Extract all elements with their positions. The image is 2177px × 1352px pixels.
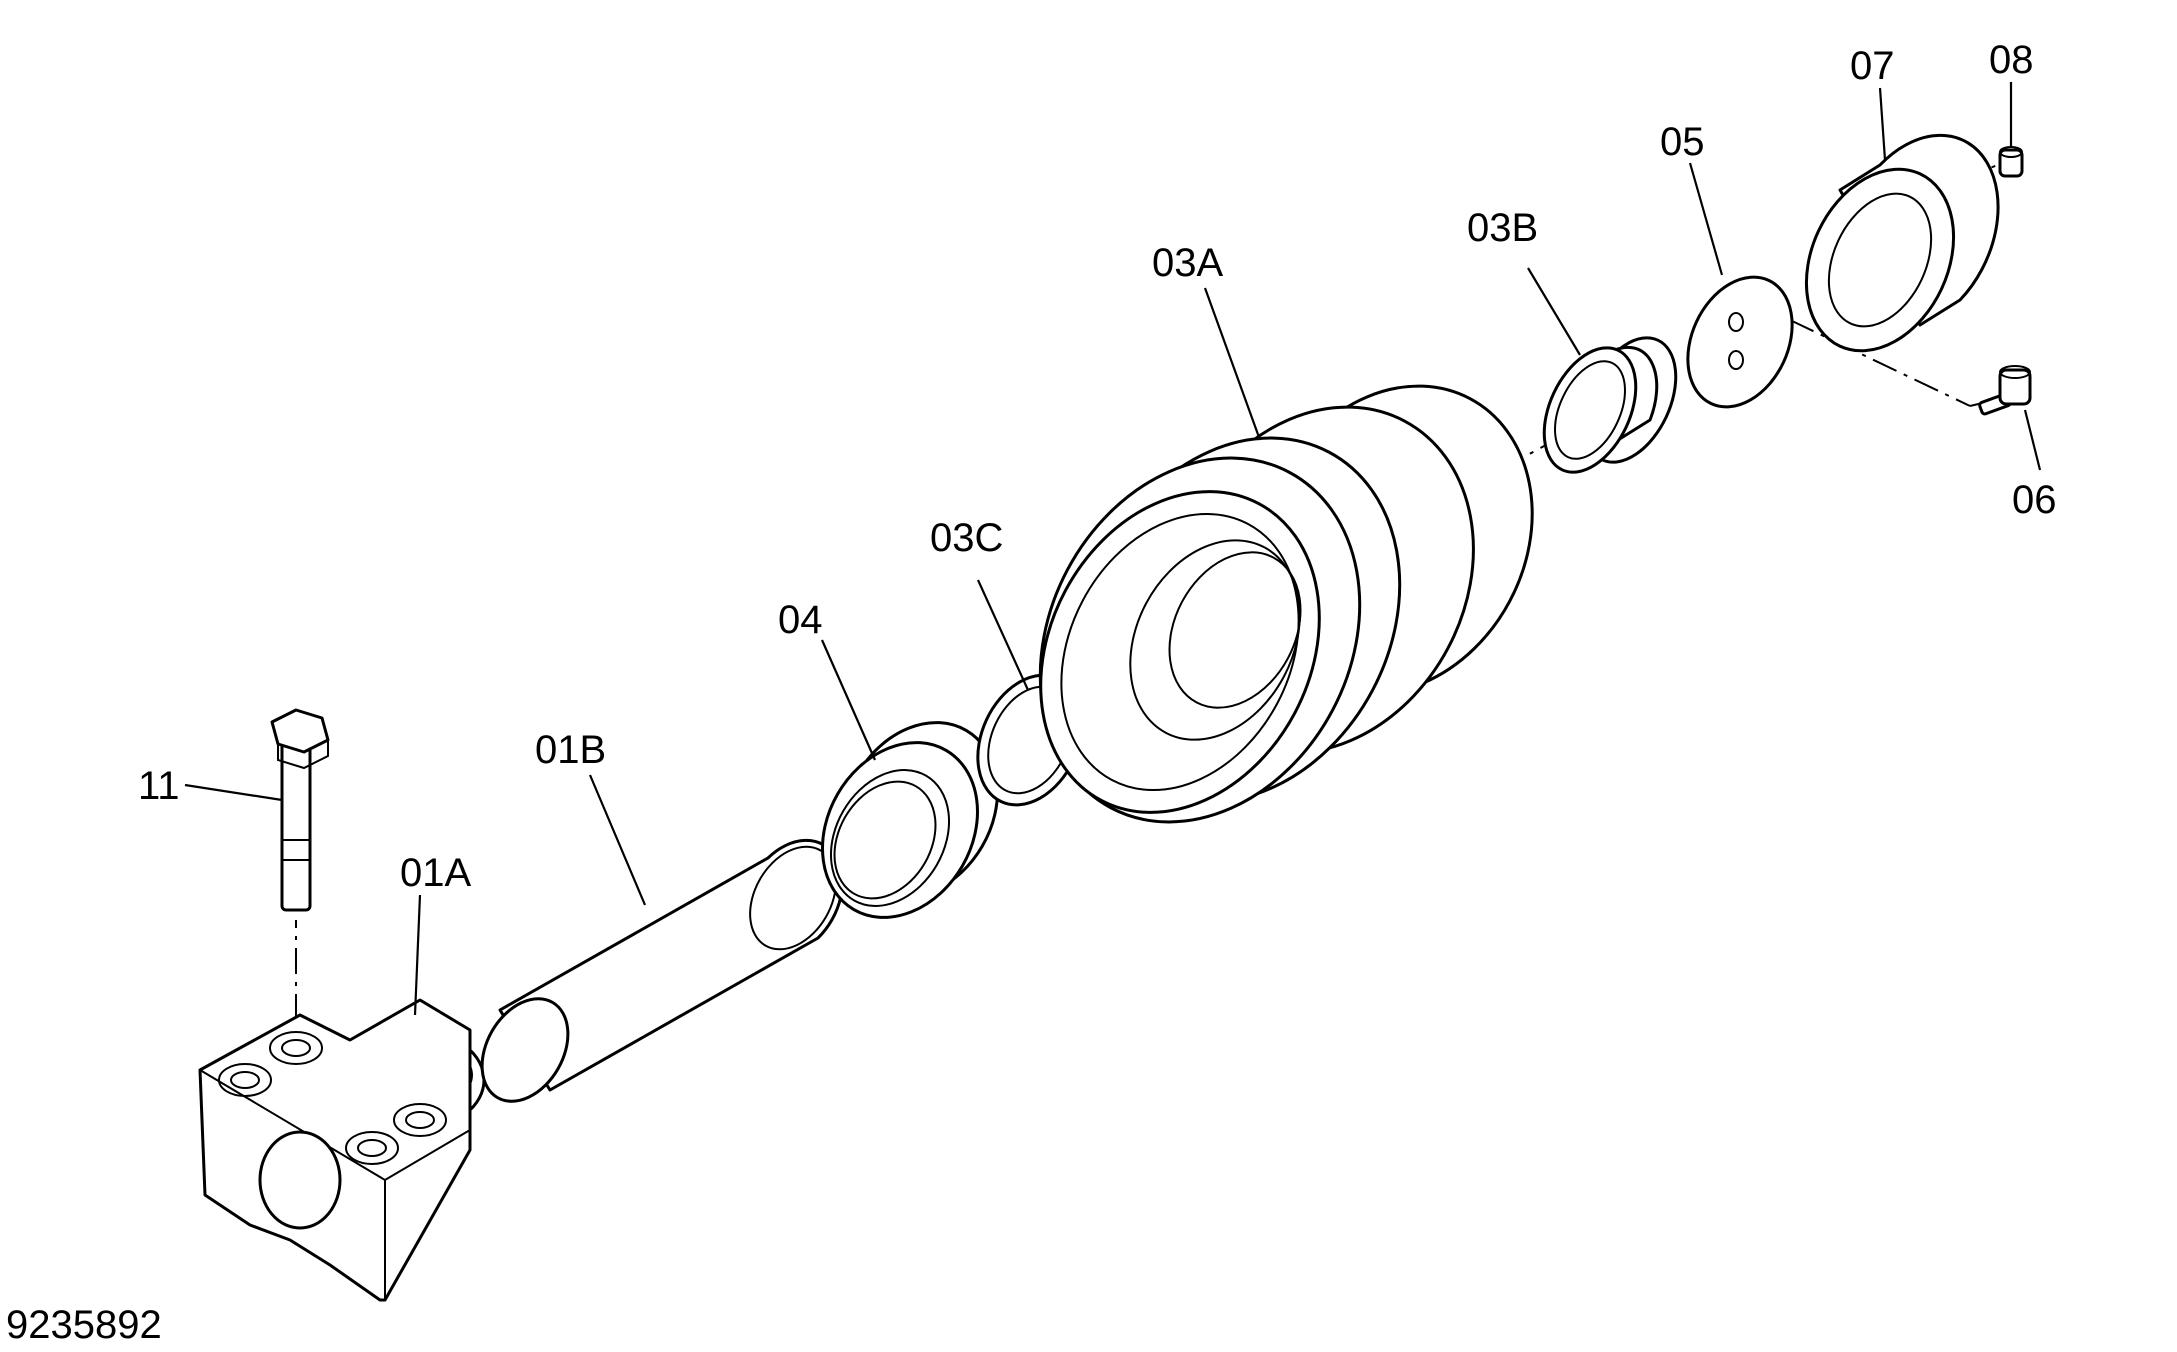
- part-03A-roller: [1038, 384, 1534, 824]
- label-part-05: 05: [1660, 120, 1705, 164]
- part-07-end-collar: [1804, 133, 2000, 353]
- leader-lines: [184, 82, 2042, 1016]
- label-part-03B: 03B: [1467, 206, 1539, 250]
- label-part-01A: 01A: [400, 851, 472, 895]
- part-06-cap-screw: [1978, 365, 2032, 416]
- part-03B-flanged-bushing: [1542, 336, 1678, 474]
- label-part-03C: 03C: [930, 516, 1004, 560]
- part-04-seal-ring: [821, 721, 999, 919]
- label-part-03A: 03A: [1152, 241, 1224, 285]
- drawing-number: 9235892: [6, 1303, 162, 1347]
- label-part-04: 04: [778, 598, 823, 642]
- label-part-08: 08: [1989, 38, 2034, 82]
- label-part-01B: 01B: [535, 728, 607, 772]
- part-05-thrust-plate: [1686, 275, 1794, 409]
- part-01B-shaft: [480, 838, 844, 1103]
- part-11-bolt: [270, 708, 330, 912]
- label-part-11: 11: [138, 764, 180, 808]
- part-08-plug: [1998, 146, 2024, 178]
- part-01A-support-block: [198, 998, 486, 1302]
- label-part-07: 07: [1850, 44, 1895, 88]
- label-part-06: 06: [2012, 478, 2057, 522]
